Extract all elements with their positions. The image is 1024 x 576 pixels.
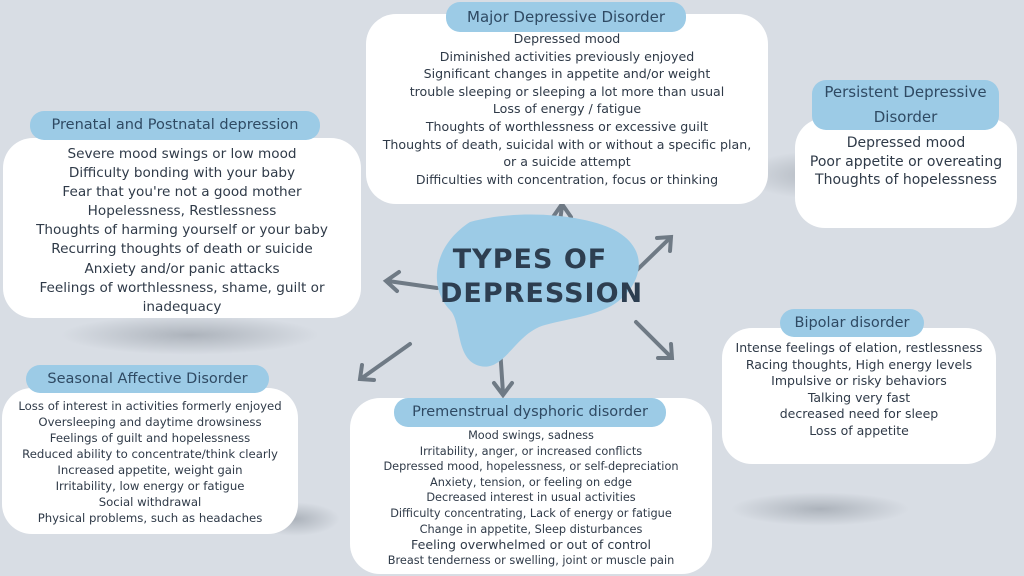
pmdd-item: Feeling overwhelmed or out of control	[411, 537, 651, 553]
seasonal-item: Reduced ability to concentrate/think cle…	[22, 447, 278, 461]
card-shadow	[730, 492, 910, 526]
bipolar-item: Talking very fast	[807, 389, 911, 405]
major-item: Diminished activities previously enjoyed	[439, 48, 695, 64]
seasonal-affective-card: Loss of interest in activities formerly …	[2, 388, 298, 534]
major-item: Thoughts of death, suicidal with or with…	[382, 136, 752, 152]
pmdd-item: Decreased interest in usual activities	[426, 491, 636, 505]
major-item: Thoughts of worthlessness or excessive g…	[425, 118, 709, 134]
prenatal-item: Recurring thoughts of death or suicide	[51, 241, 313, 258]
pmdd-item: Mood swings, sadness	[468, 429, 594, 442]
major-item: Loss of energy / fatigue	[492, 101, 642, 117]
bipolar-item: Intense feelings of elation, restlessnes…	[735, 340, 983, 355]
premenstrual-dysphoric-title: Premenstrual dysphoric disorder	[394, 398, 666, 427]
bipolar-title: Bipolar disorder	[780, 309, 924, 337]
major-depressive-card: Depressed mood Diminished activities pre…	[366, 14, 768, 204]
major-item: Difficulties with concentration, focus o…	[415, 171, 719, 187]
persistent-title-line2: Disorder	[873, 108, 938, 126]
prenatal-item: Hopelessness, Restlessness	[87, 203, 277, 220]
prenatal-item: Anxiety and/or panic attacks	[84, 260, 280, 277]
card-shadow	[60, 315, 320, 355]
persistent-item: Poor appetite or overeating	[809, 153, 1003, 170]
bipolar-item: Impulsive or risky behaviors	[771, 373, 947, 389]
prenatal-item: inadequacy	[142, 298, 222, 315]
seasonal-item: Oversleeping and daytime drowsiness	[38, 415, 262, 429]
seasonal-item: Social withdrawal	[98, 495, 202, 509]
prenatal-postnatal-card: Severe mood swings or low mood Difficult…	[3, 138, 361, 318]
persistent-item: Depressed mood	[846, 135, 966, 151]
persistent-depressive-title: Persistent Depressive Disorder	[812, 80, 999, 130]
major-item: Significant changes in appetite and/or w…	[423, 66, 711, 82]
major-item: or a suicide attempt	[503, 154, 631, 170]
pmdd-item: Change in appetite, Sleep disturbances	[419, 522, 643, 536]
pmdd-item: Difficulty concentrating, Lack of energy…	[390, 506, 672, 520]
major-depressive-title: Major Depressive Disorder	[446, 2, 686, 32]
seasonal-item: Loss of interest in activities formerly …	[18, 399, 282, 413]
bipolar-item: decreased need for sleep	[779, 406, 939, 422]
seasonal-item: Increased appetite, weight gain	[57, 463, 243, 477]
pmdd-item: Anxiety, tension, or feeling on edge	[430, 475, 632, 489]
center-title-line2: DEPRESSION	[440, 278, 644, 309]
pmdd-item: Irritability, anger, or increased confli…	[419, 444, 643, 458]
prenatal-postnatal-title: Prenatal and Postnatal depression	[30, 111, 320, 140]
bipolar-item: Racing thoughts, High energy levels	[745, 356, 973, 372]
bipolar-item: Loss of appetite	[809, 422, 909, 438]
major-item: trouble sleeping or sleeping a lot more …	[409, 83, 725, 99]
prenatal-item: Fear that you're not a good mother	[62, 184, 302, 201]
persistent-title-line1: Persistent Depressive	[824, 83, 987, 101]
prenatal-item: Difficulty bonding with your baby	[68, 165, 296, 182]
pmdd-item: Depressed mood, hopelessness, or self-de…	[383, 460, 679, 474]
premenstrual-dysphoric-card: Mood swings, sadness Irritability, anger…	[350, 398, 712, 574]
major-item: Depressed mood	[513, 31, 621, 46]
seasonal-item: Irritability, low energy or fatigue	[55, 479, 245, 493]
persistent-depressive-card: Depressed mood Poor appetite or overeati…	[795, 118, 1017, 228]
seasonal-item: Feelings of guilt and hopelessness	[49, 431, 251, 445]
seasonal-item: Physical problems, such as headaches	[37, 511, 263, 525]
persistent-item: Thoughts of hopelessness	[815, 172, 997, 188]
pmdd-item: Breast tenderness or swelling, joint or …	[387, 553, 675, 567]
prenatal-item: Thoughts of harming yourself or your bab…	[36, 222, 328, 239]
center-title-line1: TYPES OF	[452, 244, 608, 275]
prenatal-item: Severe mood swings or low mood	[67, 146, 297, 162]
bipolar-card: Intense feelings of elation, restlessnes…	[722, 328, 996, 464]
seasonal-affective-title: Seasonal Affective Disorder	[26, 365, 269, 393]
prenatal-item: Feelings of worthlessness, shame, guilt …	[39, 279, 325, 296]
